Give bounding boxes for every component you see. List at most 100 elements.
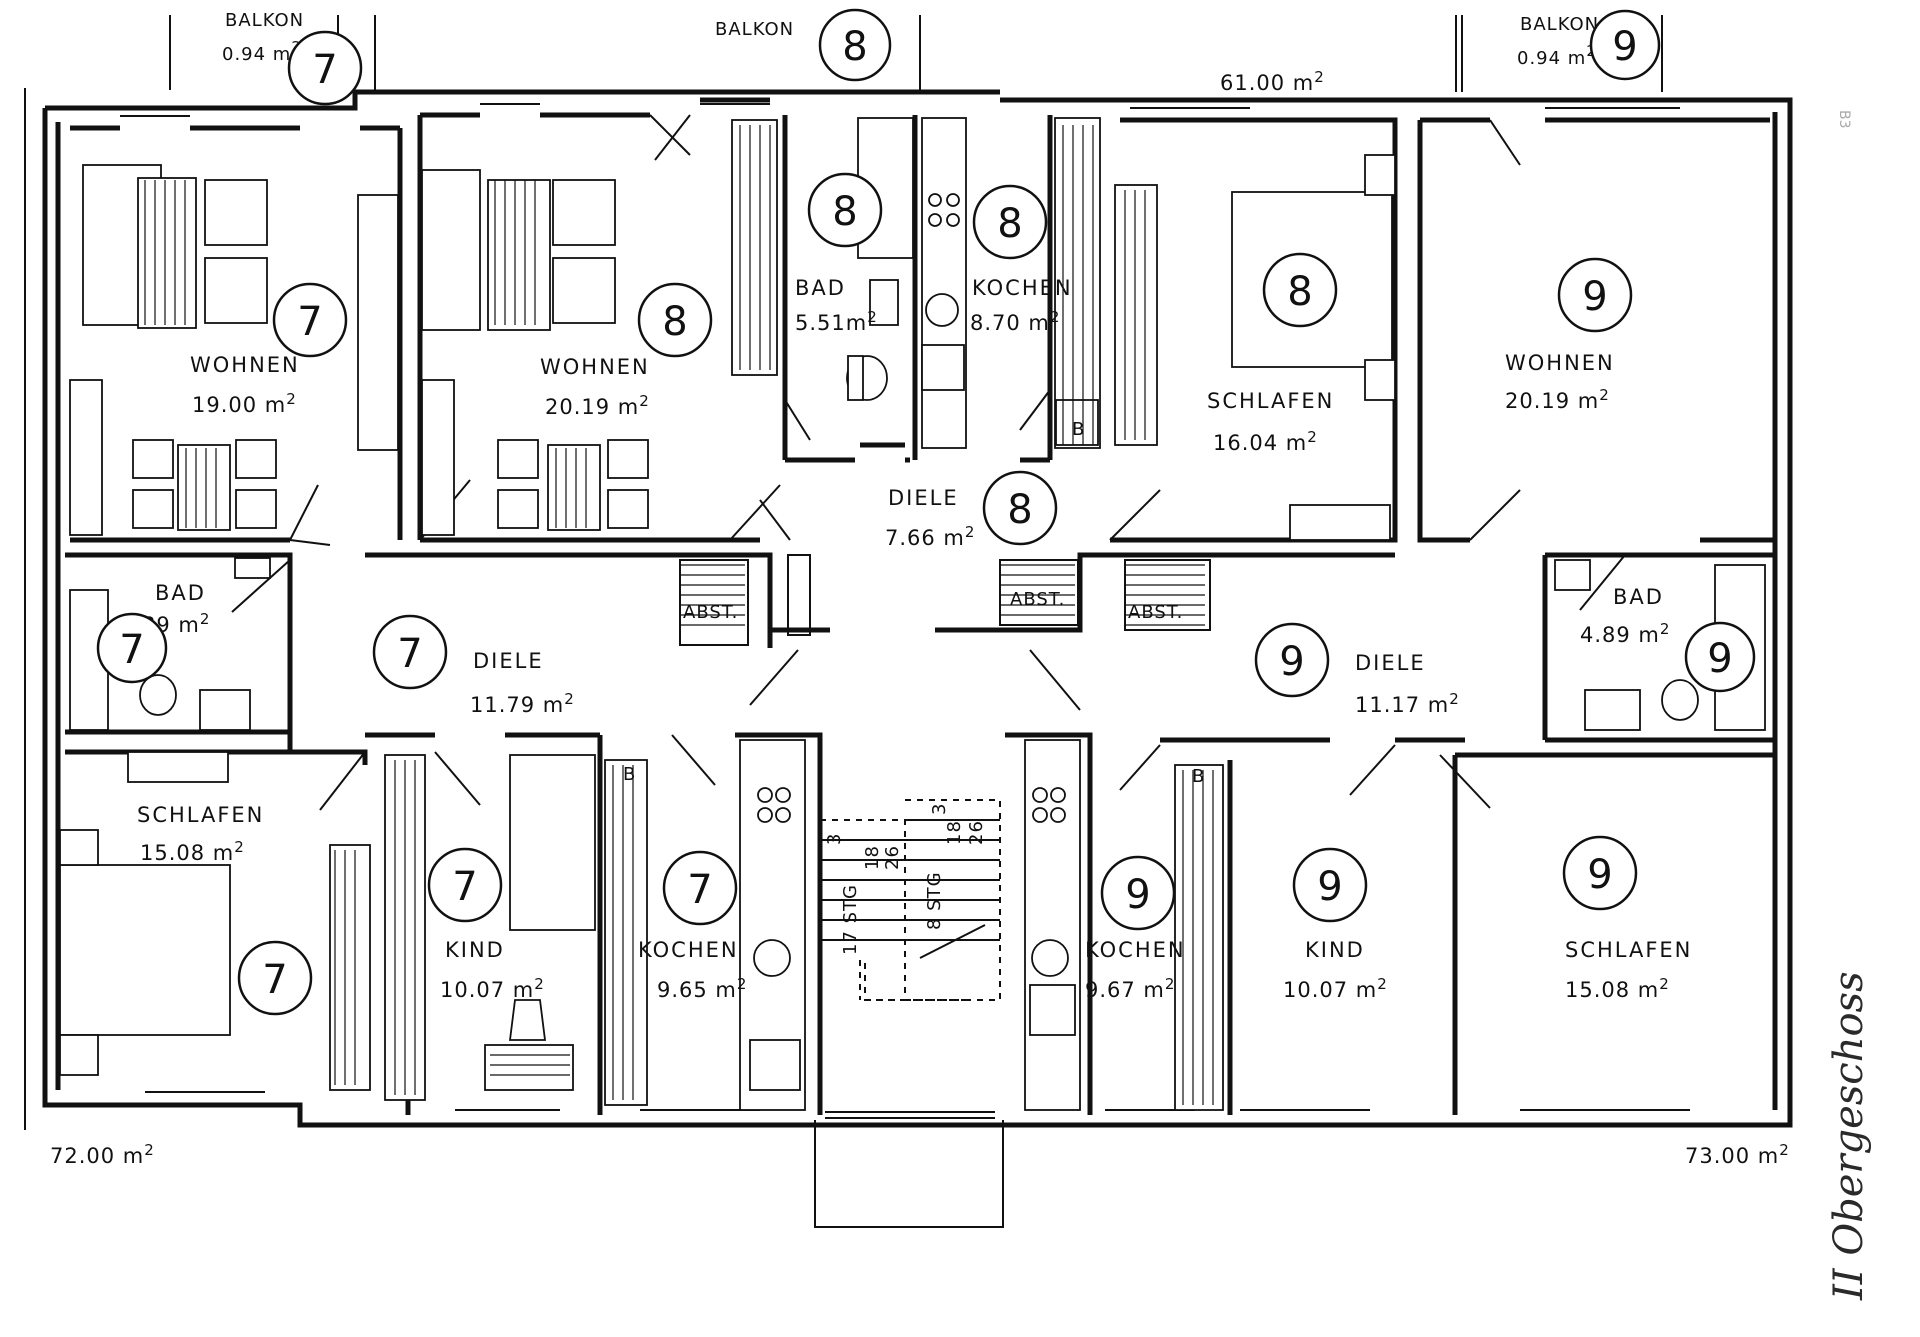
svg-text:8: 8 bbox=[997, 201, 1022, 247]
balcony-9-area: 0.94 m2 bbox=[1517, 42, 1597, 69]
unit-marker-bad-7: 7 bbox=[96, 612, 168, 684]
unit-markers: 7 8 9 7 8 8 8 8 9 8 7 7 9 9 7 7 7 9 9 9 bbox=[96, 8, 1756, 1016]
room-bad-9-label: BAD bbox=[1613, 585, 1664, 609]
room-schlafen-8-label: SCHLAFEN bbox=[1207, 389, 1334, 413]
room-kochen-9-label: KOCHEN bbox=[1085, 938, 1186, 962]
svg-text:9: 9 bbox=[1587, 852, 1612, 898]
svg-text:7: 7 bbox=[297, 299, 322, 345]
abst-8-label: ABST. bbox=[1010, 589, 1065, 610]
unit-marker-diele-7: 7 bbox=[372, 614, 448, 690]
room-kochen-8-label: KOCHEN bbox=[972, 276, 1073, 300]
room-kochen-7-label: KOCHEN bbox=[638, 938, 739, 962]
unit-marker-wohnen-9: 9 bbox=[1557, 257, 1633, 333]
total-left: 72.00 m2 bbox=[50, 1141, 155, 1168]
stair-1-steps: 17 STG bbox=[840, 884, 861, 955]
room-bad-8-area: 5.51m2 bbox=[795, 308, 878, 335]
room-schlafen-7-area: 15.08 m2 bbox=[140, 838, 245, 865]
room-kochen-8-area: 8.70 m2 bbox=[970, 308, 1060, 335]
room-labels: WOHNEN 19.00 m2 WOHNEN 20.19 m2 BAD 5.51… bbox=[120, 276, 1692, 1002]
svg-text:7: 7 bbox=[687, 867, 712, 913]
room-schlafen-9-label: SCHLAFEN bbox=[1565, 938, 1692, 962]
furniture bbox=[59, 117, 1766, 1111]
unit-marker-bad-9: 9 bbox=[1684, 621, 1756, 693]
svg-text:8: 8 bbox=[832, 189, 857, 235]
unit-marker-kind-7: 7 bbox=[427, 847, 503, 923]
stair-2-mark: 3 bbox=[929, 803, 950, 815]
total-top: 61.00 m2 bbox=[1220, 68, 1325, 95]
unit-marker-wohnen-7: 7 bbox=[272, 282, 348, 358]
room-wohnen-7-area: 19.00 m2 bbox=[192, 390, 297, 417]
unit-marker-schlafen-9: 9 bbox=[1562, 835, 1638, 911]
room-schlafen-9-area: 15.08 m2 bbox=[1565, 975, 1670, 1002]
room-diele-8-area: 7.66 m2 bbox=[885, 523, 975, 550]
room-wohnen-9-area: 20.19 m2 bbox=[1505, 386, 1610, 413]
stair-1-mark: 3 bbox=[824, 833, 845, 845]
svg-text:8: 8 bbox=[1287, 269, 1312, 315]
unit-marker-balcony-7: 7 bbox=[287, 30, 363, 106]
unit-marker-balcony-8: 8 bbox=[818, 8, 892, 82]
room-diele-7-area: 11.79 m2 bbox=[470, 690, 575, 717]
room-kind-9-label: KIND bbox=[1305, 938, 1365, 962]
unit-marker-kind-9: 9 bbox=[1292, 847, 1368, 923]
svg-text:9: 9 bbox=[1612, 24, 1637, 70]
room-wohnen-8-label: WOHNEN bbox=[540, 355, 650, 379]
faint-margin-mark: B3 bbox=[1836, 110, 1852, 129]
svg-text:7: 7 bbox=[452, 864, 477, 910]
unit-marker-diele-8: 8 bbox=[982, 470, 1058, 546]
abst-9-label: ABST. bbox=[1128, 602, 1183, 623]
stair-2-steps: 8 STG bbox=[924, 871, 945, 930]
svg-text:9: 9 bbox=[1317, 864, 1342, 910]
svg-text:9: 9 bbox=[1582, 274, 1607, 320]
unit-marker-balcony-9: 9 bbox=[1589, 9, 1661, 81]
unit-marker-schlafen-7: 7 bbox=[237, 940, 313, 1016]
balcony-8: BALKON bbox=[374, 15, 921, 90]
floor-name-handwritten: II Obergeschoss bbox=[1826, 971, 1872, 1301]
balcony-7-label: BALKON bbox=[225, 10, 304, 31]
svg-text:8: 8 bbox=[842, 24, 867, 70]
unit-marker-kochen-7: 7 bbox=[662, 850, 738, 926]
room-diele-7-label: DIELE bbox=[473, 649, 544, 673]
svg-text:7: 7 bbox=[397, 631, 422, 677]
abst-7-label: ABST. bbox=[683, 602, 738, 623]
svg-text:8: 8 bbox=[1007, 487, 1032, 533]
appliance-b-mark: B bbox=[1072, 419, 1085, 440]
area-totals: 61.00 m2 72.00 m2 73.00 m2 bbox=[50, 68, 1790, 1168]
appliance-b-mark: B bbox=[1192, 766, 1205, 787]
room-kind-7-area: 10.07 m2 bbox=[440, 975, 545, 1002]
unit-marker-schlafen-8: 8 bbox=[1262, 252, 1338, 328]
svg-text:9: 9 bbox=[1279, 639, 1304, 685]
svg-text:7: 7 bbox=[119, 627, 144, 673]
room-diele-9-label: DIELE bbox=[1355, 651, 1426, 675]
room-schlafen-8-area: 16.04 m2 bbox=[1213, 428, 1318, 455]
stair-2-run: 26 bbox=[966, 820, 987, 845]
stair-2-rise: 18 bbox=[944, 820, 965, 845]
room-wohnen-9-label: WOHNEN bbox=[1505, 351, 1615, 375]
room-wohnen-7-label: WOHNEN bbox=[190, 353, 300, 377]
interior-walls bbox=[65, 97, 1775, 1115]
room-wohnen-8-area: 20.19 m2 bbox=[545, 392, 650, 419]
balcony-9-label: BALKON bbox=[1520, 14, 1599, 35]
room-bad-8-label: BAD bbox=[795, 276, 846, 300]
room-kind-9-area: 10.07 m2 bbox=[1283, 975, 1388, 1002]
stair-1-rise: 18 bbox=[862, 845, 883, 870]
unit-marker-diele-9: 9 bbox=[1254, 622, 1330, 698]
stairwell: 17 STG 18 26 8 STG 18 26 3 3 bbox=[820, 799, 1001, 1001]
svg-text:7: 7 bbox=[312, 47, 337, 93]
hatch-marks bbox=[144, 125, 1214, 1105]
svg-text:9: 9 bbox=[1125, 872, 1150, 918]
outer-walls bbox=[24, 88, 1793, 1228]
room-kochen-7-area: 9.65 m2 bbox=[657, 975, 747, 1002]
room-kind-7-label: KIND bbox=[445, 938, 505, 962]
unit-marker-bad-8: 8 bbox=[807, 172, 883, 248]
room-bad-7-label: BAD bbox=[155, 581, 206, 605]
stair-1-run: 26 bbox=[882, 845, 903, 870]
total-right: 73.00 m2 bbox=[1685, 1141, 1790, 1168]
room-diele-9-area: 11.17 m2 bbox=[1355, 690, 1460, 717]
room-schlafen-7-label: SCHLAFEN bbox=[137, 803, 264, 827]
svg-text:7: 7 bbox=[262, 957, 287, 1003]
balcony-8-label: BALKON bbox=[715, 19, 794, 40]
room-kochen-9-area: 9.67 m2 bbox=[1085, 975, 1175, 1002]
svg-text:8: 8 bbox=[662, 299, 687, 345]
unit-marker-wohnen-8: 8 bbox=[637, 282, 713, 358]
